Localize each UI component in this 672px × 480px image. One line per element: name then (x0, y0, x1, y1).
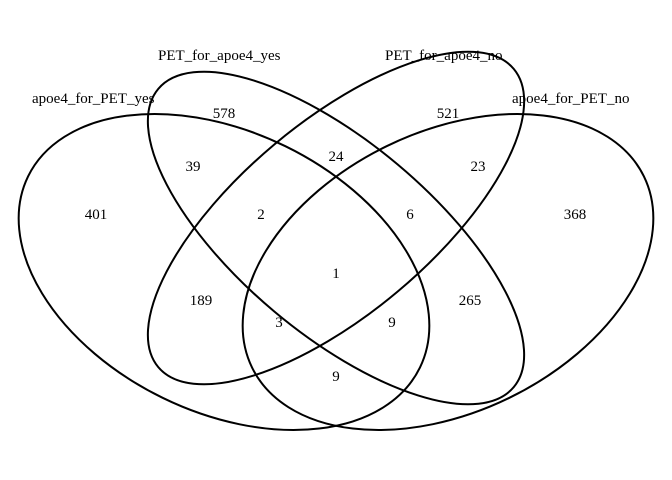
region-count-acd: 3 (275, 315, 283, 331)
region-count-ab: 39 (186, 159, 201, 175)
region-count-only-pet-for-apoe4-yes: 578 (213, 106, 236, 122)
region-count-only-pet-for-apoe4-no: 521 (437, 106, 460, 122)
region-count-abcd: 1 (332, 266, 340, 282)
set-label-apoe4-for-pet-yes: apoe4_for_PET_yes (32, 91, 155, 107)
set-ellipse-pet-for-apoe4-yes (146, 70, 526, 406)
set-label-pet-for-apoe4-no: PET_for_apoe4_no (385, 48, 502, 64)
set-label-pet-for-apoe4-yes: PET_for_apoe4_yes (158, 48, 281, 64)
region-count-ac: 189 (190, 293, 213, 309)
set-ellipse-apoe4-for-pet-no (241, 112, 655, 432)
set-label-apoe4-for-pet-no: apoe4_for_PET_no (512, 91, 629, 107)
region-count-bc: 24 (329, 149, 345, 165)
region-count-only-apoe4-for-pet-no: 368 (564, 207, 587, 223)
set-ellipse-apoe4-for-pet-yes (17, 112, 431, 432)
region-count-only-apoe4-for-pet-yes: 401 (85, 207, 108, 223)
region-count-abc: 2 (257, 207, 265, 223)
region-count-ad: 9 (332, 369, 340, 385)
region-count-abd: 9 (388, 315, 396, 331)
region-count-cd: 23 (471, 159, 486, 175)
set-ellipse-pet-for-apoe4-no (146, 50, 526, 386)
region-count-bcd: 6 (406, 207, 414, 223)
region-count-bd: 265 (459, 293, 482, 309)
